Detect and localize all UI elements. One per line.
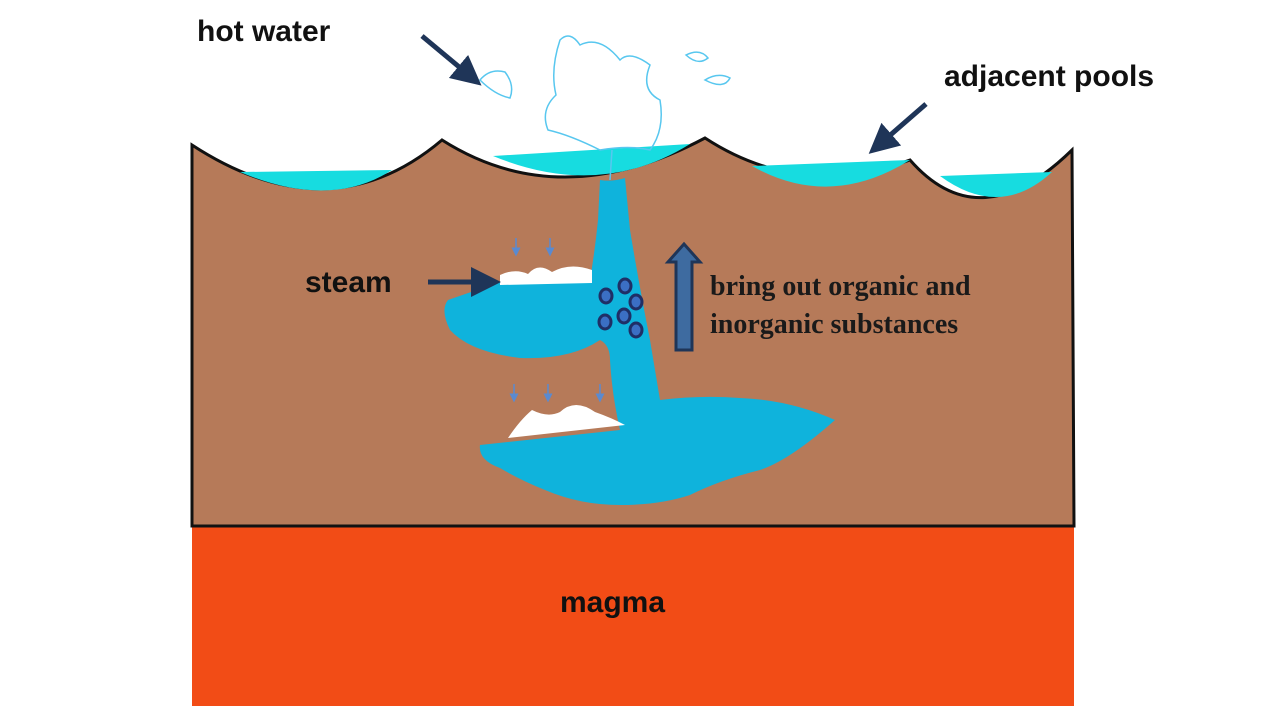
steam-pocket-lower <box>508 405 625 438</box>
adjacent-pools-label: adjacent pools <box>944 60 1154 93</box>
surface-pool-left <box>240 170 392 191</box>
bubble <box>616 307 632 325</box>
upward-arrow <box>664 241 704 352</box>
magma-layer <box>192 526 1074 706</box>
bubble-group <box>597 277 644 339</box>
condensation-arrows <box>509 238 605 403</box>
bubble <box>617 277 633 295</box>
hot-water-arrow <box>420 34 482 86</box>
surface-pool-center <box>493 144 690 176</box>
adjacent-pools-arrow <box>868 102 928 154</box>
hot-water-label: hot water <box>197 15 331 48</box>
steam-label: steam <box>305 266 392 299</box>
bubble <box>628 321 644 339</box>
bubble <box>628 293 644 311</box>
substances-label-line2: inorganic substances <box>710 309 958 340</box>
water-channel <box>444 178 835 505</box>
surface-pool-far-right <box>940 172 1052 198</box>
bubble <box>598 287 614 305</box>
steam-pocket-upper <box>500 266 592 285</box>
magma-label: magma <box>560 586 665 619</box>
bubble <box>597 313 613 331</box>
surface-pool-right <box>752 160 910 187</box>
substances-label-line1: bring out organic and <box>710 271 971 302</box>
hot-water-spray <box>478 35 732 181</box>
